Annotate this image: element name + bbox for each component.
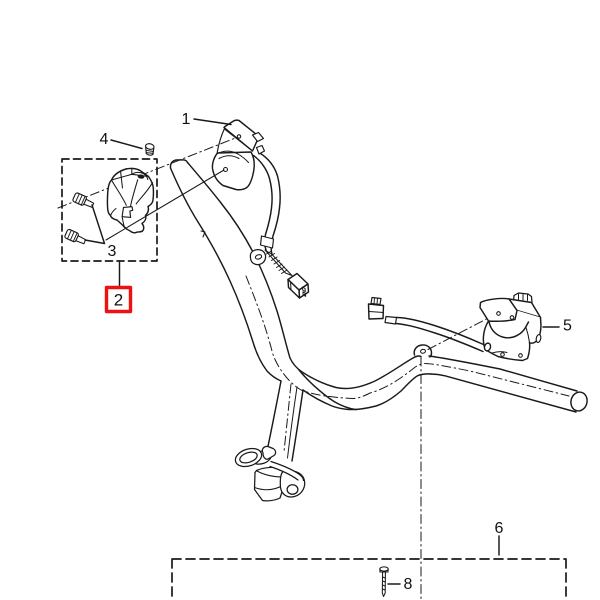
svg-text:3: 3 (108, 243, 117, 260)
svg-text:6: 6 (495, 520, 504, 537)
svg-text:4: 4 (100, 131, 109, 148)
svg-text:5: 5 (563, 318, 572, 335)
svg-text:2: 2 (114, 291, 123, 310)
svg-text:8: 8 (404, 576, 413, 593)
svg-text:1: 1 (182, 111, 191, 128)
